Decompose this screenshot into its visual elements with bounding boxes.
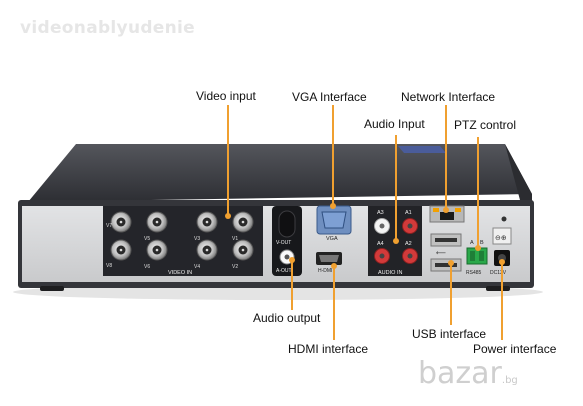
rj45-socket bbox=[440, 212, 454, 220]
ground-screw bbox=[501, 216, 507, 222]
v-out-port bbox=[278, 210, 296, 238]
rs485-label-b: B bbox=[480, 240, 484, 246]
bnc-connector-pin bbox=[155, 220, 159, 224]
dot-ptz bbox=[475, 245, 481, 251]
bnc-connector-pin bbox=[119, 248, 123, 252]
dot-audio-input bbox=[393, 238, 399, 244]
device-foot bbox=[486, 286, 510, 291]
dot-video-input bbox=[225, 213, 231, 219]
dot-vga bbox=[330, 203, 336, 209]
callout-network-interface: Network Interface bbox=[401, 90, 496, 104]
bnc-label-v7: V7 bbox=[106, 223, 112, 229]
watermark: videonablyudenie bbox=[20, 18, 195, 38]
dot-network bbox=[443, 207, 449, 213]
bnc-connector-pin bbox=[205, 248, 209, 252]
callout-ptz-control: PTZ control bbox=[454, 118, 517, 132]
audio-label-a3: A3 bbox=[377, 210, 384, 216]
v-out-label: V-OUT bbox=[276, 240, 291, 246]
audio-label-a2: A2 bbox=[405, 241, 412, 247]
bnc-label-v1: V1 bbox=[232, 236, 238, 242]
usb-port-top-tongue bbox=[435, 238, 457, 242]
bnc-label-v5: V5 bbox=[144, 236, 150, 242]
usb-port-bottom-tongue bbox=[435, 263, 457, 267]
bnc-connector-pin bbox=[205, 220, 209, 224]
bnc-label-v2: V2 bbox=[232, 264, 238, 270]
audio-label-a4: A4 bbox=[377, 241, 384, 247]
bazar-logo: bazar.bg bbox=[418, 356, 518, 391]
rs485-screw bbox=[479, 251, 484, 261]
bnc-connector-pin bbox=[241, 220, 245, 224]
bazar-logo-suffix: .bg bbox=[501, 375, 518, 386]
rj45-led-left bbox=[433, 208, 439, 212]
hdmi-label: H-DMI bbox=[318, 268, 332, 274]
video-in-label: VIDEO IN bbox=[168, 270, 192, 276]
dot-power bbox=[499, 259, 505, 265]
bnc-connectors bbox=[110, 211, 254, 261]
bazar-logo-text: bazar bbox=[418, 356, 502, 391]
callout-audio-output: Audio output bbox=[253, 311, 321, 325]
callout-lines bbox=[227, 105, 503, 340]
vga-label: VGA bbox=[326, 236, 338, 242]
rs485-screw bbox=[470, 251, 475, 261]
audio-in-label: AUDIO IN bbox=[378, 270, 402, 276]
callout-dots bbox=[225, 203, 505, 269]
power-switch-panel bbox=[492, 227, 512, 245]
audio-label-a1: A1 bbox=[405, 210, 412, 216]
rca-a1-hole bbox=[407, 223, 413, 229]
callout-audio-input: Audio Input bbox=[364, 117, 425, 131]
bnc-connector-pin bbox=[241, 248, 245, 252]
rca-a4-hole bbox=[379, 253, 385, 259]
callout-video-input: Video input bbox=[196, 89, 256, 103]
rca-a2-hole bbox=[407, 253, 413, 259]
callout-hdmi-interface: HDMI interface bbox=[288, 342, 369, 356]
top-sticker bbox=[398, 146, 446, 153]
usb-symbol: ⟵ bbox=[436, 249, 446, 257]
rs485-label: RS485 bbox=[466, 270, 482, 276]
rj45-led-right bbox=[455, 208, 461, 212]
dc12v-label: DC12V bbox=[490, 270, 507, 276]
dot-hdmi bbox=[331, 263, 337, 269]
bnc-label-v8: V8 bbox=[106, 263, 112, 269]
dot-usb bbox=[448, 260, 454, 266]
device-foot bbox=[40, 286, 64, 291]
hdmi-port bbox=[319, 255, 339, 262]
rca-a3-hole bbox=[379, 223, 385, 229]
callout-power-interface: Power interface bbox=[473, 342, 557, 356]
bnc-label-v4: V4 bbox=[194, 264, 200, 270]
bnc-label-v6: V6 bbox=[144, 264, 150, 270]
dot-audio-output bbox=[289, 257, 295, 263]
callout-usb-interface: USB interface bbox=[412, 327, 487, 341]
bnc-connector-pin bbox=[119, 220, 123, 224]
a-out-label: A-OUT bbox=[276, 268, 292, 274]
rs485-label-a: A bbox=[470, 240, 474, 246]
callout-vga-interface: VGA Interface bbox=[292, 90, 367, 104]
polarity-icon: ⊖⊕ bbox=[495, 234, 507, 242]
device-top-cover bbox=[28, 144, 532, 202]
vga-port bbox=[321, 211, 347, 229]
bnc-connector-pin bbox=[155, 248, 159, 252]
bnc-label-v3: V3 bbox=[194, 236, 200, 242]
a-out-jack-hole bbox=[284, 254, 290, 260]
